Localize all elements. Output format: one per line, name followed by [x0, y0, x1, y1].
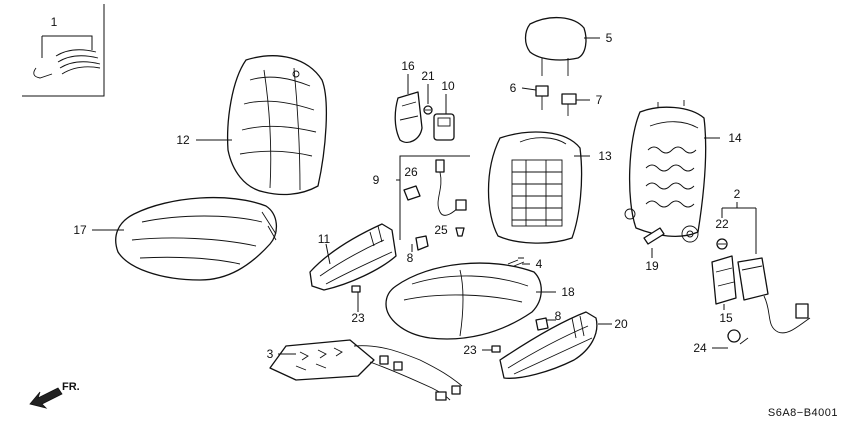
- seat-heater-mat: [269, 339, 375, 381]
- side-trim-cover: [394, 91, 423, 143]
- callout-3[interactable]: 3: [267, 347, 274, 361]
- bolt-22: [716, 238, 728, 250]
- clip-4: [507, 257, 525, 267]
- callout-12[interactable]: 12: [176, 133, 190, 147]
- screw-21: [423, 105, 433, 115]
- callout-23b[interactable]: 23: [463, 343, 477, 357]
- callout-10[interactable]: 10: [441, 79, 455, 93]
- callout-11[interactable]: 11: [318, 232, 331, 246]
- headrest-guide-7: [561, 93, 577, 116]
- callout-7[interactable]: 7: [596, 93, 603, 107]
- headrest-guide-6: [535, 85, 549, 110]
- side-airbag-module: [711, 255, 811, 334]
- callout-8a[interactable]: 8: [407, 251, 414, 265]
- callout-13[interactable]: 13: [598, 149, 612, 163]
- callout-18[interactable]: 18: [561, 285, 575, 299]
- callout-19[interactable]: 19: [645, 259, 659, 273]
- clip-23a: [351, 285, 361, 293]
- callout-24[interactable]: 24: [693, 341, 707, 355]
- callout-20[interactable]: 20: [614, 317, 628, 331]
- side-trim-20: [499, 311, 598, 379]
- knob-8a: [415, 235, 429, 251]
- seat-back-frame: [624, 100, 707, 243]
- switch-10: [433, 113, 455, 141]
- clip-23b: [491, 345, 501, 353]
- cushion-pad: [385, 262, 542, 340]
- callout-1[interactable]: 1: [51, 15, 58, 29]
- callout-17[interactable]: 17: [73, 223, 87, 237]
- lever-19: [643, 227, 665, 245]
- direction-label: FR.: [62, 381, 80, 393]
- wire-harness-9: [435, 159, 467, 216]
- callout-25[interactable]: 25: [434, 223, 448, 237]
- fr-arrow-icon: [29, 387, 63, 409]
- callout-2[interactable]: 2: [734, 187, 741, 201]
- callout-5[interactable]: 5: [606, 31, 613, 45]
- callout-21[interactable]: 21: [421, 69, 435, 83]
- seat-back-pad: [487, 131, 583, 244]
- clip-24: [727, 329, 749, 345]
- seat-cushion-cover: [115, 196, 277, 281]
- callout-9[interactable]: 9: [373, 173, 380, 187]
- callout-6[interactable]: 6: [510, 81, 517, 95]
- wire-harness-3: [353, 345, 463, 401]
- headrest: [524, 17, 587, 76]
- callout-22[interactable]: 22: [715, 217, 729, 231]
- connector-26: [403, 185, 421, 201]
- callout-26[interactable]: 26: [404, 165, 418, 179]
- callout-16[interactable]: 16: [401, 59, 415, 73]
- clip-25: [455, 227, 465, 237]
- callout-15[interactable]: 15: [719, 311, 733, 325]
- seat-back-cover: [226, 55, 328, 196]
- side-trim-11: [309, 223, 397, 291]
- callout-14[interactable]: 14: [728, 131, 742, 145]
- callout-23a[interactable]: 23: [351, 311, 365, 325]
- knob-8b: [535, 317, 549, 331]
- callout-4[interactable]: 4: [536, 257, 543, 271]
- clip-set-kit: [22, 4, 105, 97]
- callout-8b[interactable]: 8: [555, 309, 562, 323]
- diagram-code: S6A8−B4001: [768, 407, 838, 419]
